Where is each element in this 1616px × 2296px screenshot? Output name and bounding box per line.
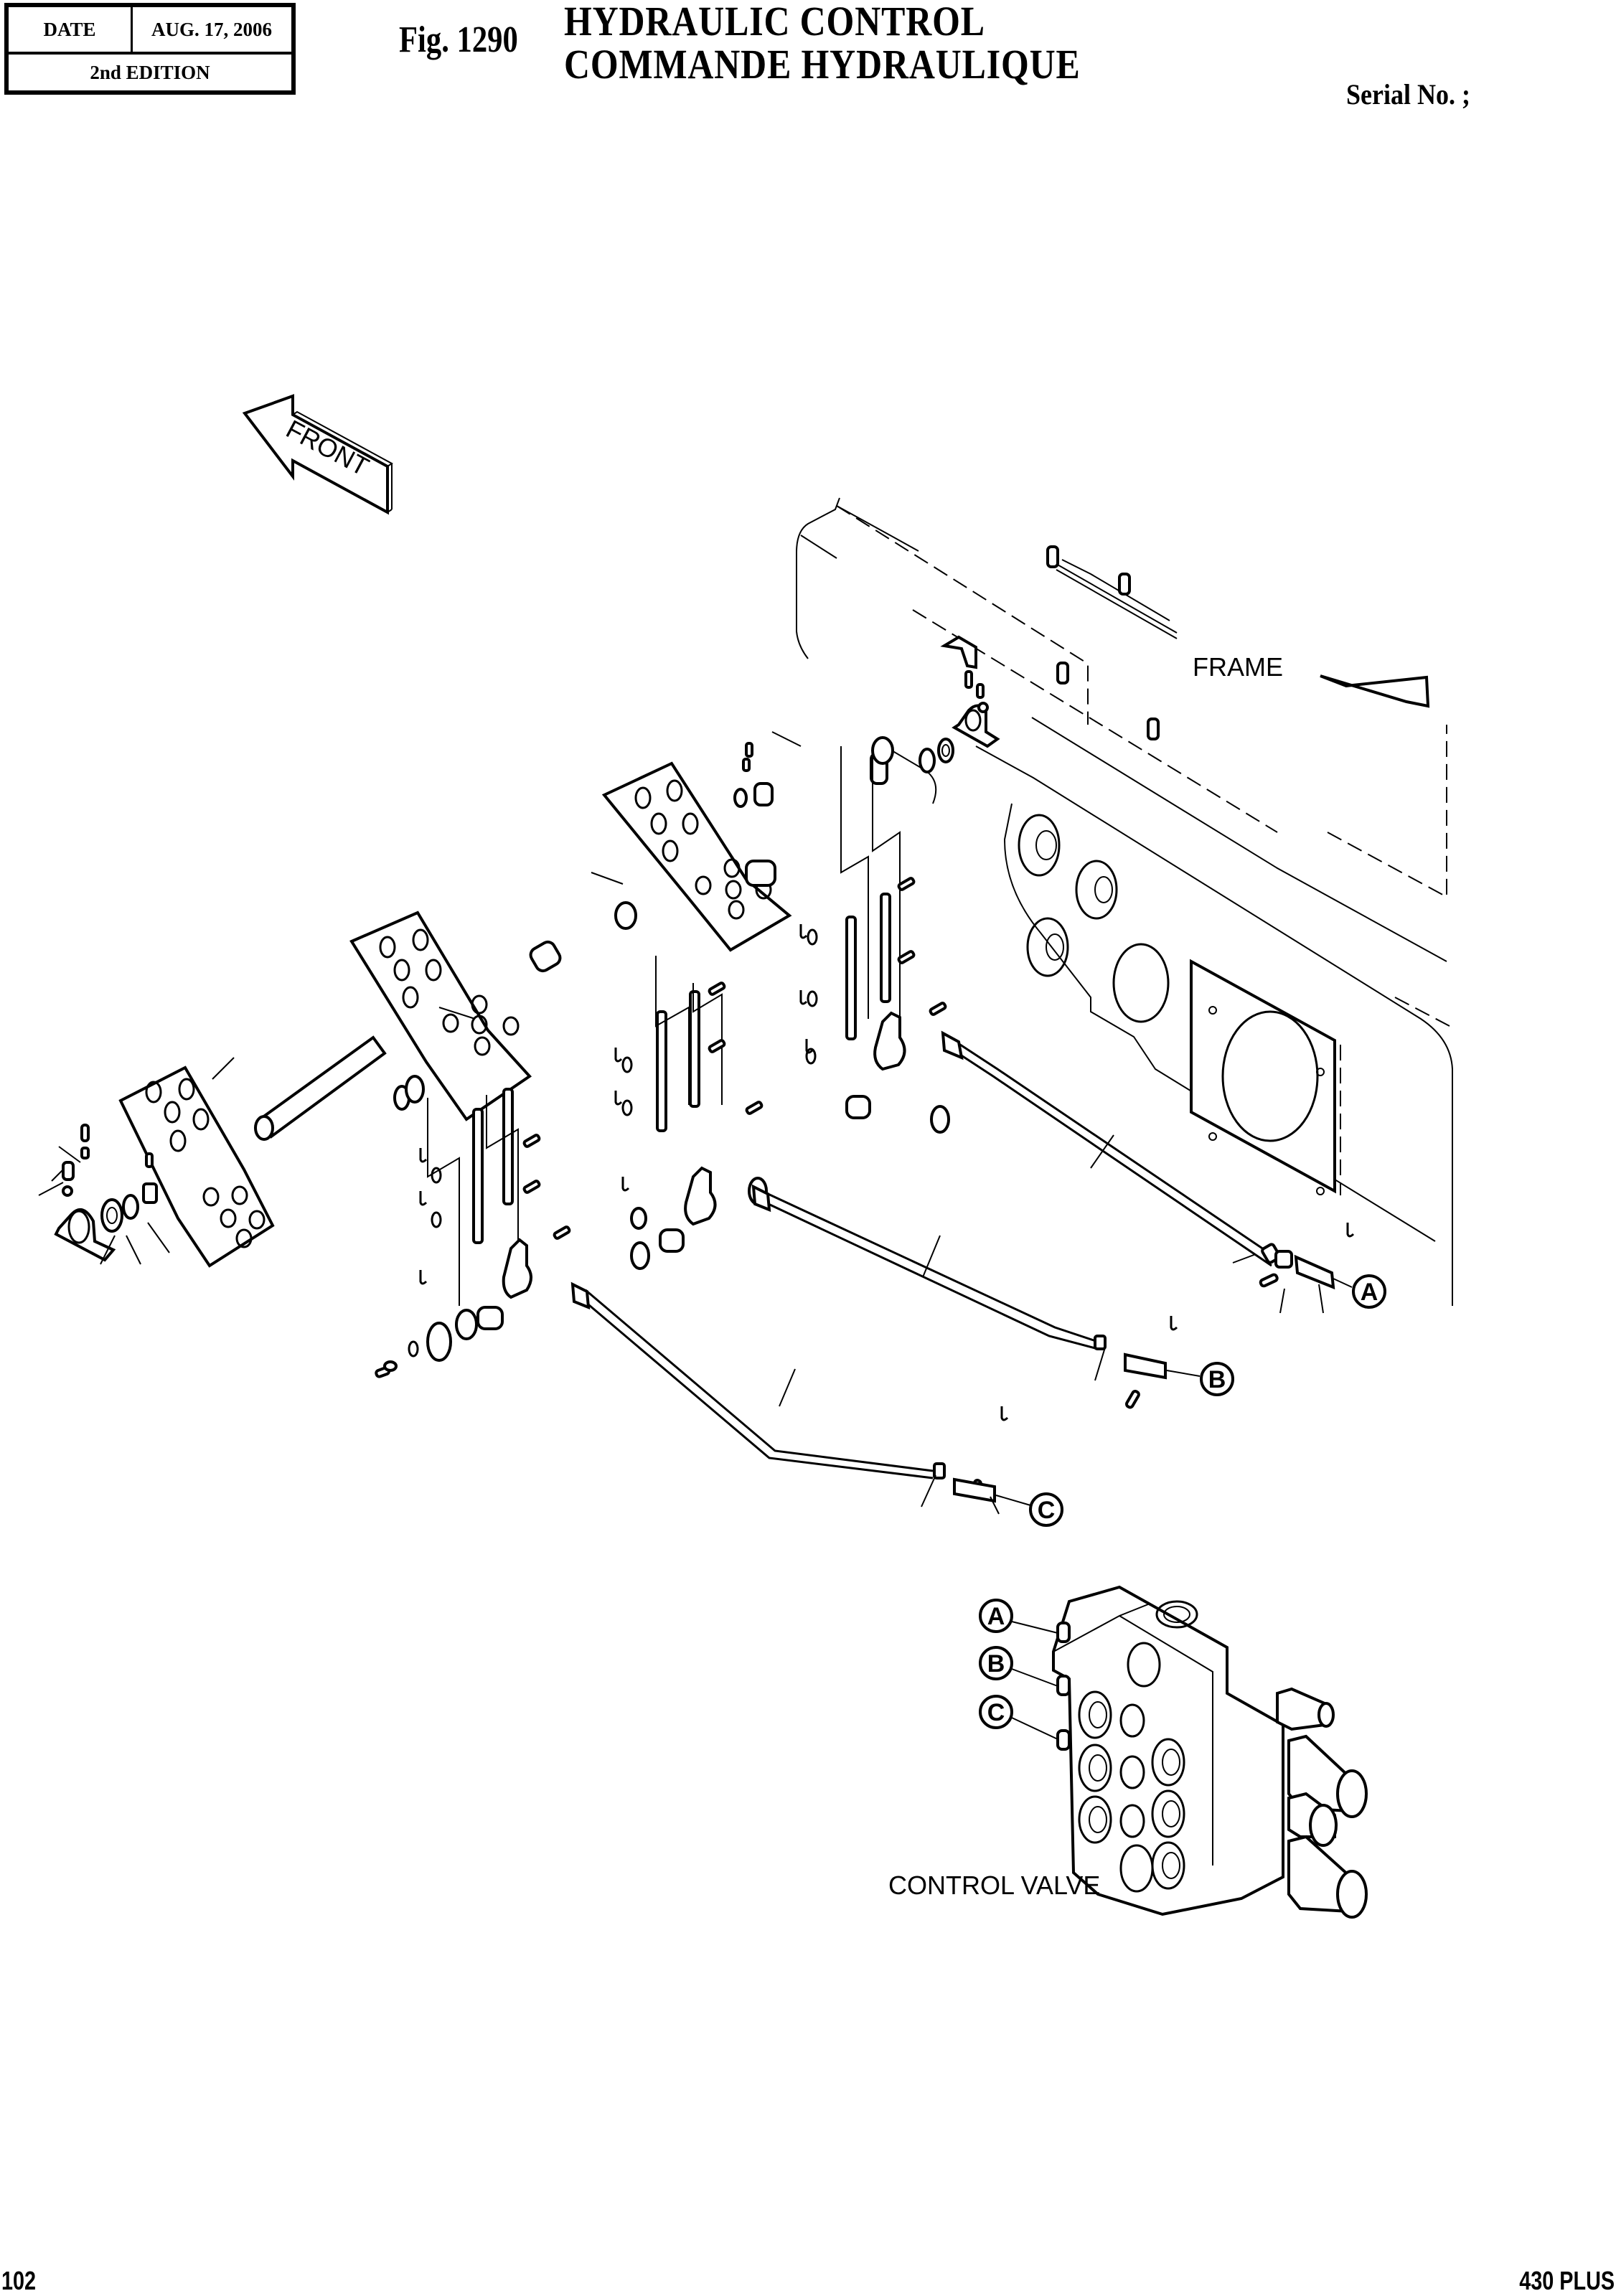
valve-callout-C: C	[979, 1695, 1058, 1740]
control-rod-B	[751, 1184, 1107, 1350]
callout-C: C	[995, 1492, 1063, 1527]
svg-text:A: A	[1361, 1279, 1378, 1306]
control-valve: CONTROL VALVE	[888, 1585, 1368, 1919]
valve-callout-A: A	[979, 1599, 1058, 1634]
date-row: DATE AUG. 17, 2006	[9, 7, 291, 55]
pedal-left	[118, 1065, 275, 1268]
clevis-A	[1274, 1250, 1335, 1290]
title-french: COMMANDE HYDRAULIQUE	[564, 41, 1081, 88]
control-valve-label: CONTROL VALVE	[888, 1871, 1100, 1900]
bushings	[393, 736, 894, 1111]
frame-label: FRAME	[1193, 652, 1283, 682]
svg-text:B: B	[987, 1650, 1005, 1678]
edition-label: 2nd EDITION	[90, 61, 210, 83]
date-label: DATE	[9, 7, 133, 52]
figure-number: Fig. 1290	[399, 19, 518, 60]
serial-number: Serial No. ;	[1346, 78, 1470, 110]
svg-text:C: C	[1038, 1497, 1056, 1524]
frame: FRAME	[796, 497, 1453, 1306]
callout-A: A	[1333, 1274, 1386, 1309]
pivot-bracket-left	[54, 1124, 158, 1262]
svg-text:A: A	[987, 1603, 1005, 1630]
front-direction-arrow: FRONT	[242, 394, 393, 515]
pivot-bracket-right	[870, 670, 1000, 785]
link-plates	[427, 746, 901, 1306]
clevis-C	[953, 1477, 996, 1503]
clevis-B	[1124, 1352, 1167, 1380]
pedal-right	[601, 761, 792, 952]
model-name: 430 PLUS	[1519, 2266, 1615, 2295]
callout-B: B	[1166, 1362, 1234, 1396]
pedal-shaft	[254, 1035, 387, 1141]
date-edition-box: DATE AUG. 17, 2006 2nd EDITION	[4, 3, 296, 95]
control-rod-A	[941, 1030, 1281, 1267]
lever-arms	[426, 1011, 950, 1362]
leader-lines	[38, 731, 1324, 1515]
page-number: 102	[1, 2266, 37, 2295]
date-value: AUG. 17, 2006	[151, 18, 272, 40]
svg-text:B: B	[1208, 1366, 1226, 1393]
control-rod-C	[570, 1281, 946, 1479]
valve-callout-B: B	[979, 1646, 1058, 1687]
pedal-middle	[349, 911, 532, 1121]
cotter-pins	[383, 924, 1355, 1421]
svg-text:C: C	[987, 1699, 1005, 1726]
title-english: HYDRAULIC CONTROL	[564, 0, 985, 44]
